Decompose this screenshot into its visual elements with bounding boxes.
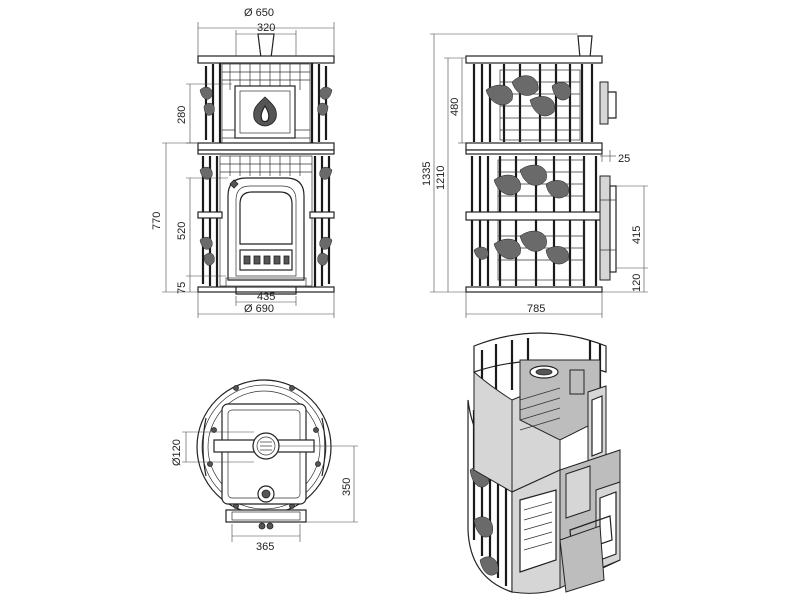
- dim-side-total-height: 1335: [421, 162, 433, 186]
- dim-front-upper-height: 280: [176, 106, 188, 124]
- cutaway-view: [467, 332, 621, 594]
- dim-top-width: 365: [256, 541, 274, 553]
- front-view: [197, 33, 335, 295]
- dim-side-upper-height: 480: [449, 98, 461, 116]
- flame-emblem-icon: [253, 96, 277, 127]
- dim-top-hole-diameter: Ø120: [171, 439, 183, 466]
- top-dimension-lines: [182, 431, 358, 542]
- dim-side-base-height: 120: [631, 274, 643, 292]
- dim-front-bottom-width: 435: [257, 291, 275, 303]
- dim-front-door-height: 520: [176, 222, 188, 240]
- side-lower-leaves: [473, 164, 569, 265]
- dim-front-top-flue: 320: [257, 22, 275, 34]
- dim-front-top-diameter: Ø 650: [244, 7, 274, 19]
- dim-front-bottom-diameter: Ø 690: [244, 303, 274, 315]
- dim-front-base-height: 75: [176, 282, 188, 294]
- dim-side-depth: 785: [527, 303, 545, 315]
- top-view: [196, 379, 332, 530]
- side-view: [465, 35, 617, 293]
- dim-side-offset: 25: [618, 153, 630, 165]
- dim-top-offset: 350: [341, 478, 353, 496]
- front-dimension-lines: [162, 22, 335, 318]
- side-dimension-lines: [430, 33, 648, 318]
- side-upper-leaves: [485, 75, 572, 117]
- dim-side-door-height: 415: [631, 226, 643, 244]
- dim-front-total-height: 770: [151, 212, 163, 230]
- dim-side-body-height: 1210: [435, 166, 447, 190]
